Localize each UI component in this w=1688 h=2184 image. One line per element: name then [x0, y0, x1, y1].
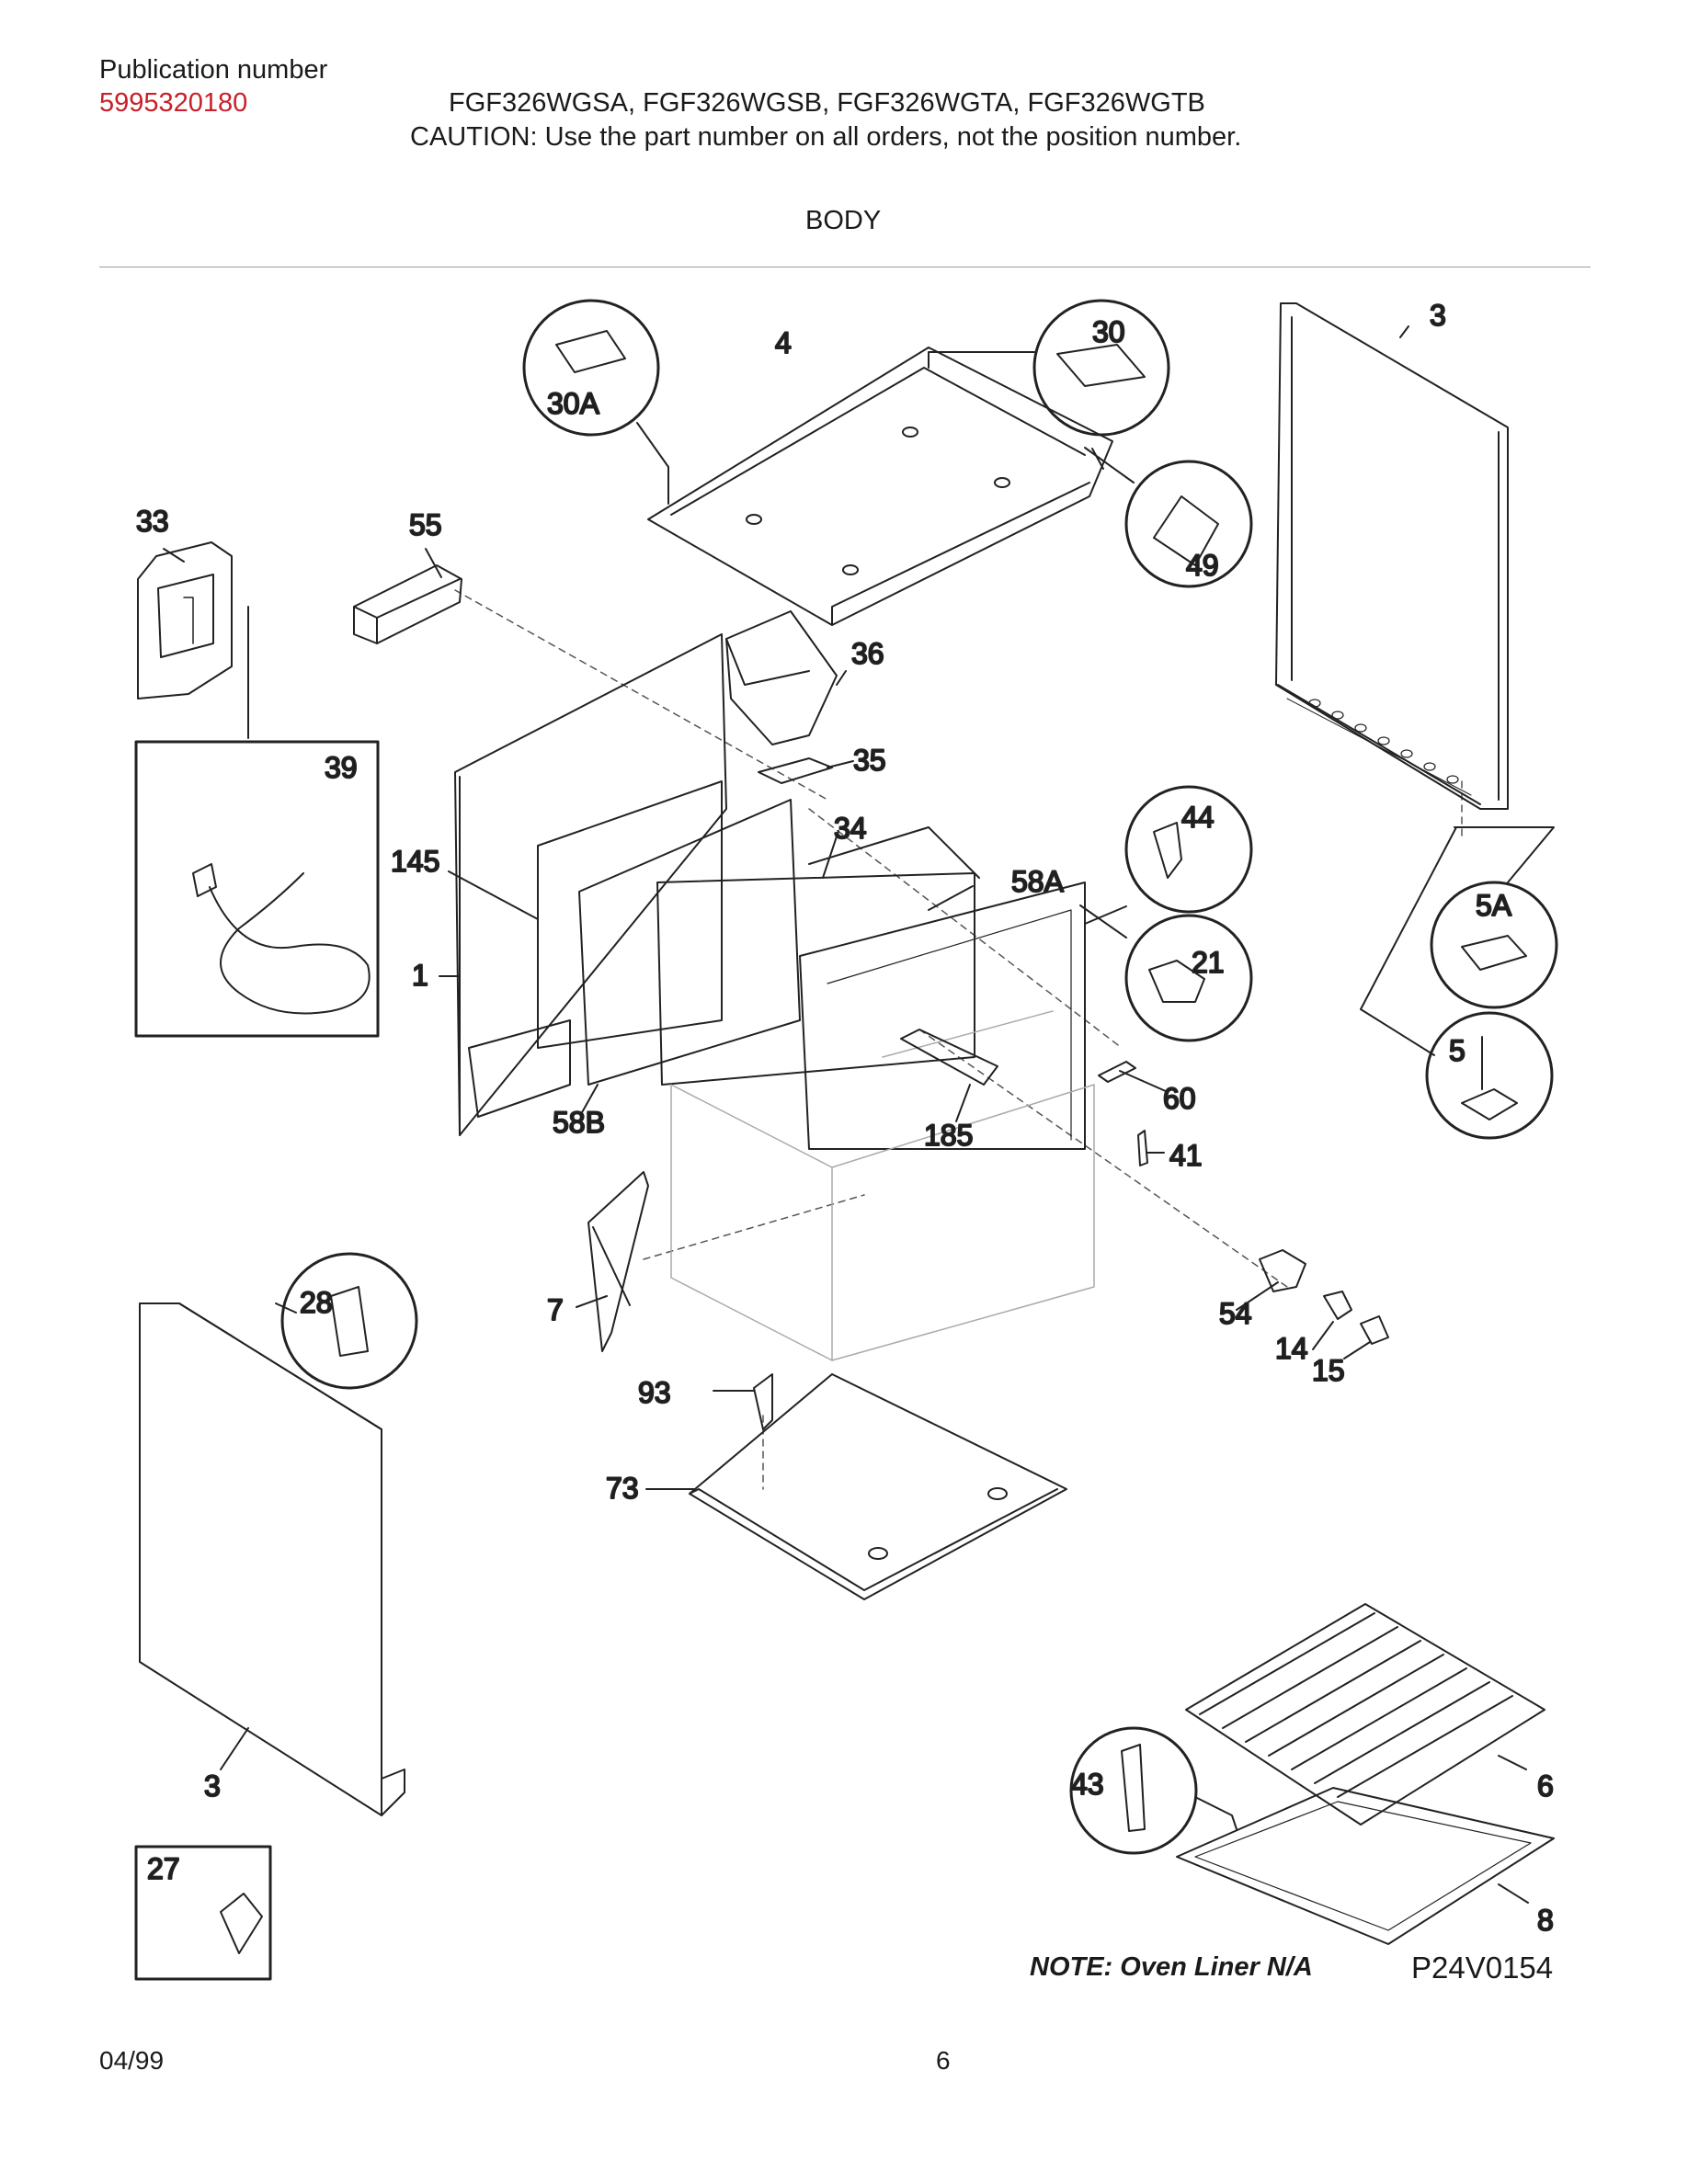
callout-34: 34 — [834, 812, 867, 845]
callout-8: 8 — [1537, 1904, 1554, 1937]
callout-185: 185 — [924, 1119, 973, 1152]
callout-33: 33 — [136, 505, 169, 538]
callout-44: 44 — [1181, 801, 1215, 834]
bracket-60-part — [1098, 1061, 1136, 1083]
callout-4: 4 — [775, 326, 792, 359]
callout-5: 5 — [1449, 1034, 1466, 1067]
oven-rack-part — [1185, 1603, 1545, 1826]
callout-54: 54 — [1219, 1297, 1252, 1330]
bracket-93-part — [753, 1373, 773, 1430]
callout-73: 73 — [606, 1472, 639, 1505]
callout-39: 39 — [325, 751, 358, 784]
callout-43: 43 — [1071, 1768, 1104, 1801]
callout-3-bottom: 3 — [204, 1769, 221, 1803]
callout-49: 49 — [1186, 549, 1219, 582]
publication-label: Publication number — [99, 55, 328, 85]
flue-gasket-part — [758, 757, 833, 784]
top-panel-part — [647, 347, 1113, 626]
junction-box-part — [137, 541, 233, 700]
callout-7: 7 — [547, 1293, 564, 1326]
footer-page-number: 6 — [936, 2046, 951, 2075]
callout-21: 21 — [1192, 946, 1225, 979]
callout-30a: 30A — [547, 387, 600, 420]
callout-60: 60 — [1163, 1082, 1196, 1115]
callout-145: 145 — [391, 845, 439, 878]
callout-balloons — [280, 299, 1558, 1855]
callout-28: 28 — [300, 1286, 333, 1319]
callout-35: 35 — [853, 744, 886, 777]
body-frame-part — [670, 1010, 1095, 1361]
footer-date: 04/99 — [99, 2046, 165, 2075]
callout-58a: 58A — [1011, 865, 1065, 898]
clip-41-part — [1137, 1130, 1148, 1166]
callout-3-top: 3 — [1430, 299, 1446, 332]
oven-tray-part — [1176, 1787, 1555, 1945]
callout-5a: 5A — [1476, 889, 1512, 922]
diagram-code: P24V0154 — [1411, 1951, 1554, 1985]
oven-bottom-part — [689, 1373, 1067, 1600]
section-title: BODY — [805, 206, 882, 235]
callout-55: 55 — [409, 508, 442, 541]
publication-number: 5995320180 — [99, 88, 248, 118]
caution-text: CAUTION: Use the part number on all orde… — [410, 122, 1242, 152]
oven-liner-note: NOTE: Oven Liner N/A — [1030, 1952, 1313, 1982]
callout-boxes — [134, 740, 380, 1981]
callout-14: 14 — [1275, 1332, 1308, 1365]
flue-duct-part — [725, 610, 838, 745]
callout-6: 6 — [1537, 1769, 1554, 1803]
model-list: FGF326WGSA, FGF326WGSB, FGF326WGTA, FGF3… — [449, 88, 1205, 118]
power-cord-part — [192, 863, 371, 1015]
burner-bracket-part — [900, 1029, 998, 1086]
lamp-parts — [1259, 1249, 1389, 1345]
callout-27: 27 — [147, 1852, 180, 1885]
balloon-details — [220, 330, 1527, 1954]
callout-93: 93 — [638, 1376, 671, 1409]
vent-part — [353, 564, 462, 644]
leader-lines — [163, 325, 1555, 1904]
assembly-guide-lines — [454, 589, 1463, 1490]
callout-15: 15 — [1312, 1354, 1345, 1387]
callout-1: 1 — [412, 959, 428, 992]
side-panel-part — [139, 1302, 405, 1816]
callout-30: 30 — [1092, 315, 1125, 348]
back-panel-part — [454, 633, 727, 1136]
callout-36: 36 — [851, 637, 884, 670]
rear-panel-part — [1275, 302, 1509, 810]
callout-41: 41 — [1169, 1139, 1203, 1172]
door-hinge-part — [587, 1171, 649, 1352]
callout-58b: 58B — [553, 1106, 605, 1139]
oven-liner-part — [578, 799, 1086, 1150]
